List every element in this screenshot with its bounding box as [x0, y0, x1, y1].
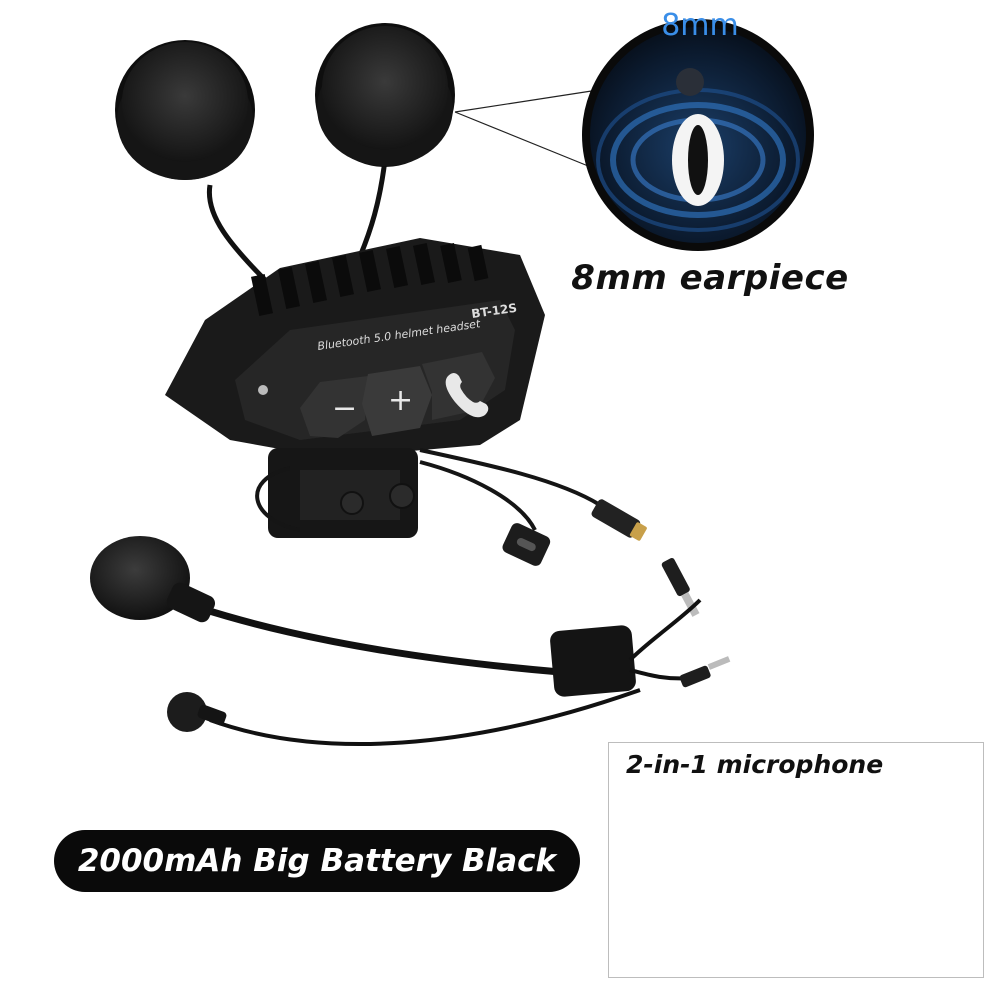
headset-unit: [165, 238, 545, 538]
speaker-cable-left: [206, 184, 272, 287]
microphone-panel-title: 2-in-1 microphone: [626, 750, 884, 779]
speaker-right: [315, 23, 455, 167]
speaker-left: [115, 40, 255, 180]
phone-icon: [445, 373, 489, 418]
cable-audio-jack: [419, 448, 602, 507]
usb-c-socket: [502, 523, 551, 566]
minus-button-icon: −: [332, 391, 357, 426]
callout-line: [454, 89, 599, 113]
callout-line: [454, 111, 599, 171]
plus-button-icon: +: [388, 383, 413, 418]
cable-bracket: [255, 466, 301, 532]
led-indicator: [258, 385, 268, 395]
audio-socket: [591, 499, 647, 541]
microphone-panel: [608, 742, 984, 978]
wired-microphone: [167, 688, 641, 746]
audio-plug: [661, 558, 700, 617]
battery-badge-label: 2000mAh Big Battery Black: [77, 843, 557, 879]
earpiece-caption: 8mm earpiece: [571, 258, 849, 298]
earpiece-zoom-circle: [582, 19, 814, 251]
boom-microphone: [90, 536, 731, 697]
zoom-size-label: 8mm: [661, 8, 739, 43]
cable-usb-c: [419, 460, 537, 531]
device-model-text: BT-12S: [470, 301, 517, 321]
battery-badge: 2000mAh Big Battery Black: [54, 830, 580, 892]
